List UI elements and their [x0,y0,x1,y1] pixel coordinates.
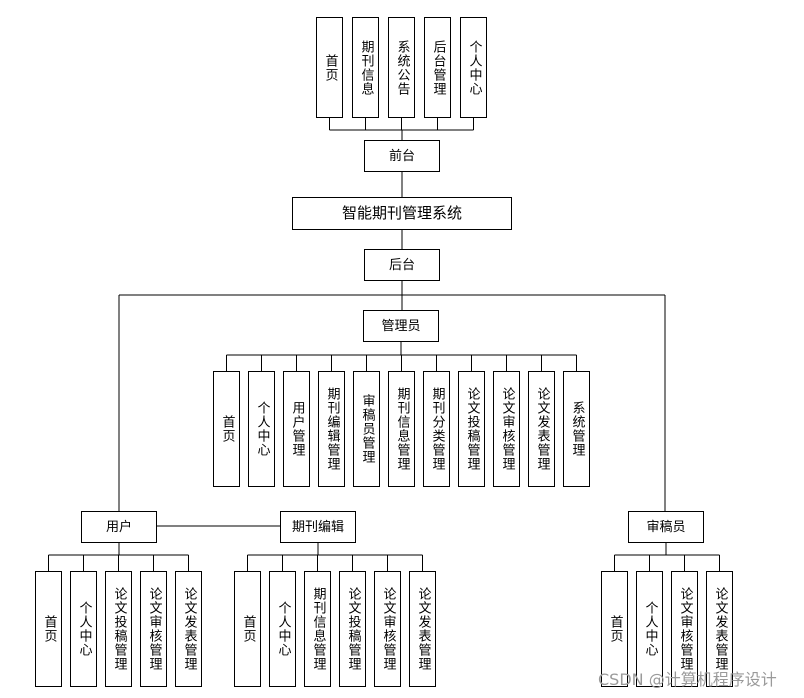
user-module-box: 首页 [35,571,62,687]
editor-module-box: 个人中心 [269,571,296,687]
editor-module-label: 论文投稿管理 [345,587,361,671]
editor-module-box: 论文发表管理 [409,571,436,687]
editor-node: 期刊编辑 [280,511,356,543]
user-node: 用户 [81,511,157,543]
admin-module-box: 首页 [213,371,240,487]
user-module-label: 个人中心 [76,601,92,657]
admin-module-box: 系统管理 [563,371,590,487]
admin-module-label: 期刊信息管理 [394,387,410,471]
admin-module-box: 论文发表管理 [528,371,555,487]
reviewer-module-box: 首页 [601,571,628,687]
reviewer-node: 审稿员 [628,511,704,543]
editor-module-label: 期刊信息管理 [310,587,326,671]
reviewer-module-box: 个人中心 [636,571,663,687]
frontend-module-label: 期刊信息 [358,39,374,96]
user-module-box: 论文投稿管理 [105,571,132,687]
admin-module-label: 系统管理 [569,401,585,457]
admin-module-box: 期刊分类管理 [423,371,450,487]
frontend-module-box: 系统公告 [388,17,415,118]
editor-module-box: 首页 [234,571,261,687]
reviewer-module-label: 论文发表管理 [712,587,728,671]
frontend-module-box: 期刊信息 [352,17,379,118]
admin-module-label: 论文发表管理 [534,387,550,471]
frontend-module-label: 系统公告 [394,39,410,96]
frontend-module-label: 个人中心 [466,39,482,96]
frontend-module-label: 首页 [322,53,338,82]
watermark: CSDN @计算机程序设计 [598,670,777,689]
user-module-label: 首页 [41,615,57,643]
reviewer-module-box: 论文审核管理 [671,571,698,687]
user-module-label: 论文投稿管理 [111,587,127,671]
admin-module-box: 用户管理 [283,371,310,487]
editor-module-label: 论文审核管理 [380,587,396,671]
admin-module-box: 期刊编辑管理 [318,371,345,487]
user-module-box: 论文审核管理 [140,571,167,687]
frontend-module-box: 个人中心 [460,17,487,118]
reviewer-module-label: 首页 [607,615,623,643]
editor-module-box: 论文审核管理 [374,571,401,687]
reviewer-module-box: 论文发表管理 [706,571,733,687]
editor-module-label: 论文发表管理 [415,587,431,671]
user-module-label: 论文审核管理 [146,587,162,671]
system-title-node: 智能期刊管理系统 [292,197,512,230]
user-module-box: 论文发表管理 [175,571,202,687]
editor-module-box: 期刊信息管理 [304,571,331,687]
admin-module-box: 期刊信息管理 [388,371,415,487]
admin-module-box: 论文投稿管理 [458,371,485,487]
admin-module-box: 论文审核管理 [493,371,520,487]
reviewer-module-label: 论文审核管理 [677,587,693,671]
admin-module-label: 论文审核管理 [499,387,515,471]
frontend-module-box: 首页 [316,17,343,118]
admin-module-label: 期刊编辑管理 [324,387,340,471]
frontend-module-label: 后台管理 [430,39,446,96]
admin-module-label: 首页 [219,415,235,443]
frontend-module-box: 后台管理 [424,17,451,118]
admin-module-box: 审稿员管理 [353,371,380,487]
admin-module-label: 用户管理 [289,401,305,457]
user-module-label: 论文发表管理 [181,587,197,671]
reviewer-module-label: 个人中心 [642,601,658,657]
admin-node: 管理员 [363,310,439,342]
editor-module-label: 个人中心 [275,601,291,657]
admin-module-label: 论文投稿管理 [464,387,480,471]
editor-module-label: 首页 [240,615,256,643]
backend-node: 后台 [364,249,440,281]
admin-module-box: 个人中心 [248,371,275,487]
admin-module-label: 个人中心 [254,401,270,457]
admin-module-label: 期刊分类管理 [429,387,445,471]
admin-module-label: 审稿员管理 [359,394,375,464]
frontend-node: 前台 [364,140,440,172]
user-module-box: 个人中心 [70,571,97,687]
editor-module-box: 论文投稿管理 [339,571,366,687]
